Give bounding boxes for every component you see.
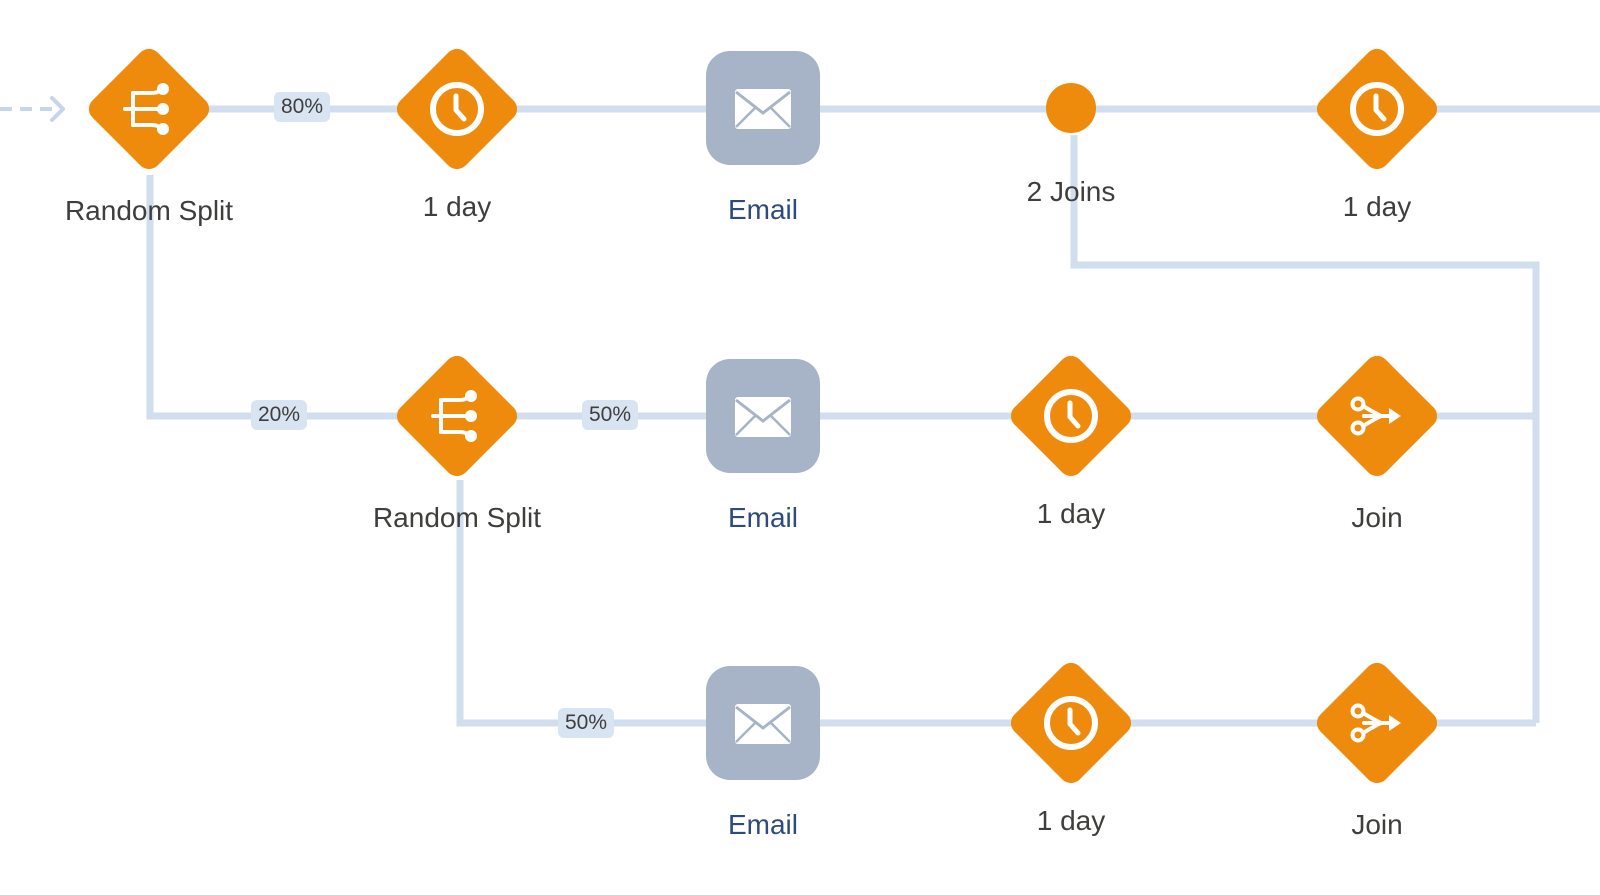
wait-diamond[interactable] <box>1003 655 1139 791</box>
random-split-diamond[interactable] <box>81 41 217 177</box>
node-label: 1 day <box>1342 191 1412 222</box>
node-label: Email <box>727 502 798 533</box>
node-label: 1 day <box>1036 805 1106 836</box>
email-tile[interactable] <box>706 51 820 165</box>
entry-arrow-icon <box>50 96 65 122</box>
branch-percent-badge: 50% <box>581 400 639 430</box>
branch-percent-badge: 50% <box>557 708 615 738</box>
node-label: 2 Joins <box>1026 176 1116 207</box>
join-return-connector <box>1070 135 1540 723</box>
node-label: 1 day <box>1036 498 1106 529</box>
clock-icon <box>1044 696 1098 750</box>
join-icon <box>1350 396 1401 436</box>
branch-percent-badge: 20% <box>250 400 308 430</box>
node-label: Join <box>1351 809 1403 840</box>
clock-icon <box>1350 82 1404 136</box>
join-diamond[interactable] <box>1309 655 1445 791</box>
wait-diamond[interactable] <box>1309 41 1445 177</box>
join-icon <box>1350 703 1401 743</box>
envelope-icon <box>735 89 791 129</box>
email-tile[interactable] <box>706 666 820 780</box>
node-label: Email <box>727 809 798 840</box>
split1-bottom-connector <box>146 175 460 420</box>
wait-diamond[interactable] <box>389 41 525 177</box>
split-icon <box>431 390 477 442</box>
clock-icon <box>1044 389 1098 443</box>
node-label: Random Split <box>372 502 542 533</box>
clock-icon <box>430 82 484 136</box>
envelope-icon <box>735 704 791 744</box>
split-icon <box>123 83 169 135</box>
wait-diamond[interactable] <box>1003 348 1139 484</box>
random-split-diamond[interactable] <box>389 348 525 484</box>
node-label: Random Split <box>64 195 234 226</box>
split2-bottom-connector <box>456 480 1536 727</box>
node-label: Join <box>1351 502 1403 533</box>
node-label: 1 day <box>422 191 492 222</box>
envelope-icon <box>735 397 791 437</box>
join-diamond[interactable] <box>1309 348 1445 484</box>
branch-percent-badge: 80% <box>273 92 331 122</box>
join-point-dot[interactable] <box>1046 83 1096 133</box>
node-label: Email <box>727 194 798 225</box>
email-tile[interactable] <box>706 359 820 473</box>
